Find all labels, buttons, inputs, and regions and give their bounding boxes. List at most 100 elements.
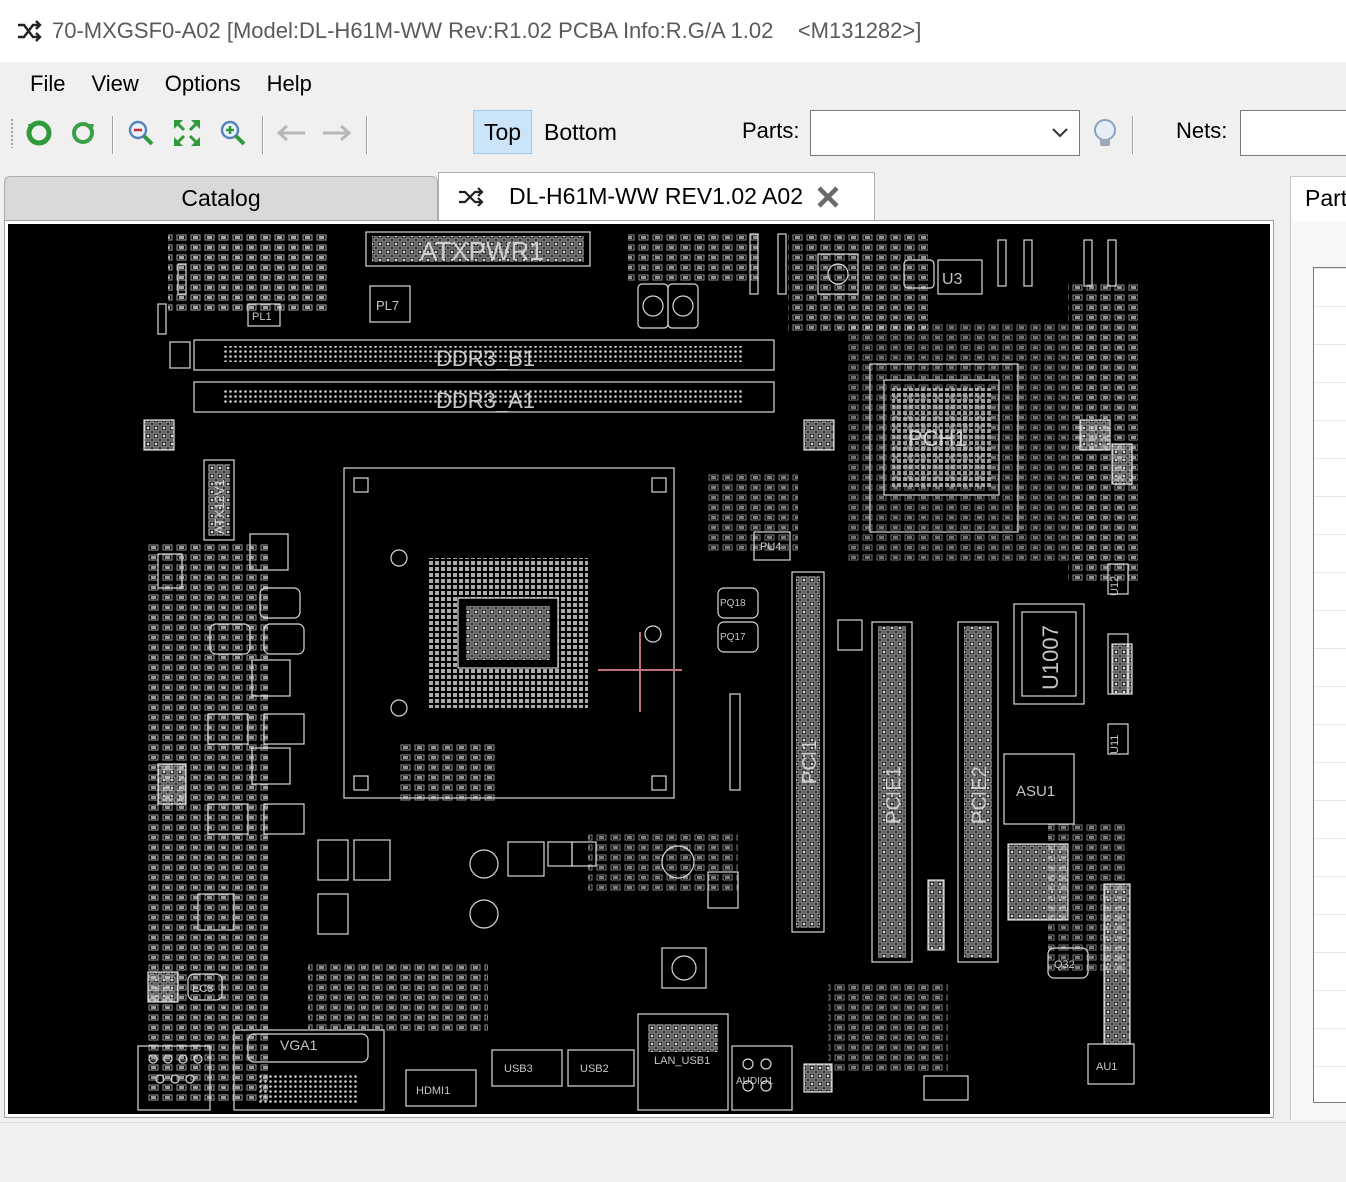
pcie-slot-1[interactable] (871, 621, 913, 963)
label-atx12v: ATX12V1 (212, 479, 227, 534)
ec3-capacitor[interactable] (187, 973, 223, 1001)
label-u11: U11 (1109, 735, 1121, 754)
parts-list[interactable] (1313, 267, 1346, 1103)
usb3-connector[interactable] (491, 1049, 563, 1087)
ddr-slot-a[interactable] (193, 381, 775, 413)
label-ddr-a: DDR3_A1 (436, 388, 535, 413)
label-atxpwr: ATXPWR1 (420, 236, 544, 266)
toolbar-grip[interactable] (10, 118, 14, 148)
tab-board-label: DL-H61M-WW REV1.02 A02 (509, 183, 803, 209)
lan-usb-connector[interactable] (637, 1013, 729, 1111)
top-middle-component-area (628, 234, 758, 284)
tab-parts[interactable]: Part (1291, 177, 1346, 221)
label-lan: LAN_USB1 (654, 1055, 710, 1067)
tab-catalog[interactable]: Catalog (4, 176, 438, 220)
nets-label: Nets: (1176, 118, 1228, 143)
pl7-component[interactable] (369, 285, 411, 323)
atx-power-connector[interactable] (365, 231, 591, 267)
menu-file[interactable]: File (30, 71, 66, 96)
pcie-slot-2[interactable] (957, 621, 999, 963)
pu4-component[interactable] (753, 531, 791, 561)
bottom-middle-components (588, 834, 738, 894)
toolbar: Top Bottom Parts: Nets: (0, 106, 1346, 158)
rotate-left-icon (26, 120, 52, 146)
label-u12: U12 (1109, 576, 1121, 596)
parts-label: Parts: (742, 118, 800, 143)
menu-help[interactable]: Help (266, 71, 312, 96)
zoom-out-icon (128, 120, 154, 146)
fit-view-button[interactable] (170, 116, 204, 150)
cpu-socket[interactable] (343, 467, 675, 799)
socket-side-components (398, 744, 498, 804)
zoom-in-button[interactable] (216, 116, 250, 150)
asu1-chip[interactable] (1003, 753, 1075, 825)
rotate-right-icon (72, 122, 94, 144)
usb2-connector[interactable] (567, 1049, 635, 1087)
toolbar-separator (366, 116, 368, 154)
nets-input[interactable] (1240, 110, 1346, 156)
ddr-slot-b[interactable] (193, 339, 775, 371)
label-au1: AU1 (1096, 1061, 1117, 1073)
back-button[interactable] (274, 116, 308, 150)
label-pch: PCH1 (908, 426, 967, 451)
close-icon[interactable] (815, 184, 841, 210)
highlight-button[interactable] (1088, 116, 1122, 150)
label-usb3: USB3 (504, 1063, 533, 1075)
top-left-component-area (168, 234, 328, 314)
bulb-icon (1094, 119, 1116, 146)
hdmi-connector[interactable] (405, 1069, 477, 1107)
label-pu4: PU4 (760, 541, 781, 553)
io-connector-left[interactable] (137, 1045, 211, 1111)
menu-bar: File View Options Help (0, 62, 1346, 106)
audio-connector[interactable] (731, 1045, 793, 1111)
label-ec3: EC3 (192, 983, 213, 995)
tab-catalog-label: Catalog (181, 185, 261, 211)
zoom-out-button[interactable] (124, 116, 158, 150)
pch-chip[interactable] (883, 379, 1000, 496)
toolbar-separator (262, 116, 264, 154)
q32-component[interactable] (1047, 947, 1089, 979)
pci-slot-1[interactable] (791, 571, 825, 933)
bottom-left-components (308, 964, 488, 1034)
parts-panel: Part (1290, 176, 1346, 1120)
label-usb2: USB2 (580, 1063, 609, 1075)
label-audio: AUDIO1 (736, 1076, 774, 1087)
pcb-canvas[interactable]: ATXPWR1 DDR3_B1 DDR3_A1 PCH1 U3 PL7 PL1 … (8, 224, 1270, 1114)
bottom-right-components (828, 984, 948, 1074)
toolbar-separator (1132, 116, 1134, 154)
chevron-down-icon (1052, 128, 1068, 138)
label-pcie2: PCIE2 (969, 766, 991, 824)
label-asu1: ASU1 (1016, 783, 1055, 800)
menu-options[interactable]: Options (164, 71, 241, 96)
toolbar-separator (112, 116, 114, 154)
label-pl7: PL7 (376, 298, 399, 313)
pcb-drawing: ATXPWR1 DDR3_B1 DDR3_A1 PCH1 U3 PL7 PL1 … (137, 231, 1138, 1111)
cursor-crosshair (598, 632, 682, 712)
top-side-button[interactable]: Top (473, 110, 533, 154)
status-bar (0, 1122, 1346, 1182)
atx12v-connector[interactable] (203, 459, 235, 541)
window-title: 70-MXGSF0-A02 [Model:DL-H61M-WW Rev:R1.0… (52, 18, 922, 43)
u1007-chip[interactable] (1013, 603, 1085, 705)
rotate-left-button[interactable] (22, 116, 56, 150)
label-pq17: PQ17 (720, 632, 746, 643)
label-u3: U3 (942, 271, 963, 288)
label-pcie1: PCIE1 (883, 766, 905, 824)
shuffle-icon (459, 186, 484, 207)
label-hdmi: HDMI1 (416, 1085, 450, 1097)
zoom-in-icon (220, 120, 246, 146)
label-q32: Q32 (1054, 959, 1075, 971)
forward-button[interactable] (320, 116, 354, 150)
label-u1007: U1007 (1038, 625, 1063, 690)
label-pl1: PL1 (252, 311, 272, 323)
vga-connector[interactable] (233, 1029, 385, 1111)
board-view-frame: ATXPWR1 DDR3_B1 DDR3_A1 PCH1 U3 PL7 PL1 … (4, 220, 1274, 1118)
document-tabs: Catalog DL-H61M-WW REV1.02 A02 (0, 172, 1290, 220)
rotate-right-button[interactable] (66, 116, 100, 150)
title-bar: 70-MXGSF0-A02 [Model:DL-H61M-WW Rev:R1.0… (0, 0, 1346, 62)
menu-view[interactable]: View (91, 71, 139, 96)
bottom-side-button[interactable]: Bottom (544, 118, 617, 145)
parts-combobox[interactable] (810, 110, 1080, 156)
tab-board[interactable]: DL-H61M-WW REV1.02 A02 (438, 172, 875, 220)
